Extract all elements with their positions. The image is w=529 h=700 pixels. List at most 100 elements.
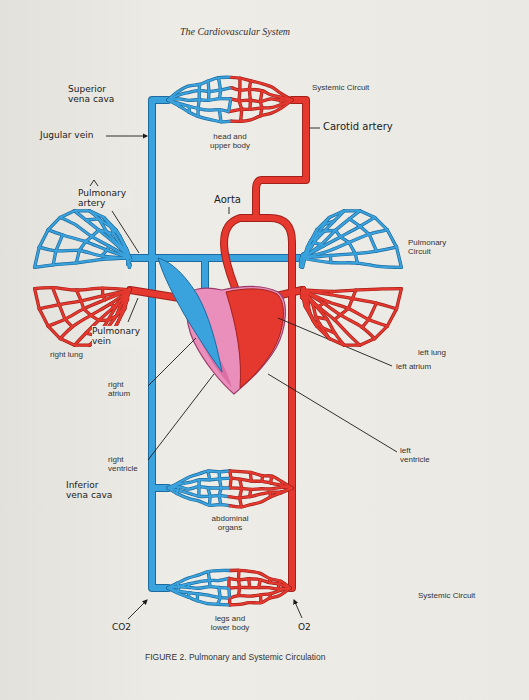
mesh-outline bbox=[168, 471, 292, 507]
capillary-vessel bbox=[302, 290, 375, 339]
organ-label: right lung bbox=[50, 350, 83, 359]
capillary-vessel bbox=[76, 250, 79, 262]
capillary-vessel bbox=[102, 250, 108, 256]
capillary-vessel bbox=[302, 290, 344, 345]
capillary-vessel bbox=[324, 221, 334, 225]
capillary-vessel bbox=[271, 476, 272, 483]
capillary-vessel bbox=[302, 289, 401, 292]
vessel-label: Carotid artery bbox=[323, 121, 393, 133]
capillary-vessel bbox=[352, 290, 355, 298]
capillary-vessel bbox=[219, 496, 221, 505]
capillary-vessel bbox=[229, 99, 231, 112]
capillary-vessel bbox=[168, 578, 229, 588]
vein-fill bbox=[130, 100, 302, 588]
capillary-vessel bbox=[35, 247, 40, 267]
capillary-vessel bbox=[110, 304, 114, 307]
o2-arrow bbox=[294, 600, 302, 618]
capillary-bed: legs and lower body bbox=[166, 562, 294, 636]
lung-shape bbox=[300, 206, 460, 366]
capillary-vessel bbox=[269, 492, 272, 497]
capillary-vessel bbox=[60, 217, 130, 258]
capillary-vessel bbox=[116, 230, 125, 247]
capillary-vessel bbox=[48, 290, 130, 326]
capillary-vessel bbox=[228, 578, 230, 588]
capillary-vessel bbox=[188, 584, 190, 588]
capillary-vessel bbox=[237, 570, 240, 580]
vena-cava bbox=[152, 100, 168, 588]
leader-line bbox=[278, 318, 392, 366]
capillary-vessel bbox=[369, 303, 377, 319]
vessel-label: Pulmonary artery bbox=[78, 188, 132, 209]
capillary-vessel bbox=[302, 211, 344, 258]
capillary-vessel bbox=[84, 309, 91, 315]
capillary-vessel bbox=[102, 250, 108, 256]
capillary-vessel bbox=[81, 301, 83, 309]
capillary-vessel bbox=[218, 598, 221, 605]
capillary-vessel bbox=[125, 289, 130, 309]
capillary-vessel bbox=[198, 100, 199, 109]
capillary-vessel bbox=[84, 309, 91, 315]
gas-label: CO2 bbox=[112, 622, 131, 632]
capillary-vessel bbox=[249, 81, 250, 90]
capillary-vessel bbox=[76, 290, 81, 301]
capillary-vessel bbox=[48, 290, 130, 326]
figure-caption: FIGURE 2. Pulmonary and Systemic Circula… bbox=[145, 653, 325, 663]
capillary-vessel bbox=[81, 301, 83, 309]
capillary-vessel bbox=[76, 250, 79, 262]
capillary-vessel bbox=[125, 296, 127, 300]
mesh-fill bbox=[168, 471, 292, 507]
carotid-vessel bbox=[256, 100, 306, 218]
capillary-vessel bbox=[249, 89, 250, 100]
pulmonary-artery-vessel bbox=[130, 255, 302, 261]
capillary-vessel bbox=[86, 237, 92, 242]
capillary-vessel bbox=[349, 219, 360, 226]
capillary-vessel bbox=[369, 234, 376, 251]
capillary-vessel bbox=[249, 89, 250, 100]
capillary-vessel bbox=[220, 90, 221, 99]
capillary-vessel bbox=[249, 100, 251, 109]
capillary-vessel bbox=[369, 234, 376, 251]
capillary-vessel bbox=[208, 572, 209, 581]
left-heart bbox=[226, 289, 283, 388]
capillary-vessel bbox=[168, 88, 231, 100]
capillary-vessel bbox=[35, 258, 130, 267]
capillary-vessel bbox=[48, 217, 60, 230]
capillary-vessel bbox=[227, 578, 230, 588]
capillary-vessel bbox=[230, 471, 292, 488]
capillary-vessel bbox=[311, 235, 318, 241]
capillary-vessel bbox=[360, 226, 369, 234]
capillary-vessel bbox=[355, 254, 357, 263]
capillary-vessel bbox=[258, 580, 260, 588]
vessel-label: Pulmonary vein bbox=[92, 326, 146, 347]
capillary-vessel bbox=[375, 326, 388, 339]
capillary-vessel bbox=[344, 210, 360, 212]
capillary-vessel bbox=[178, 482, 180, 485]
capillary-vessel bbox=[90, 211, 130, 258]
capillary-vessel bbox=[250, 489, 251, 496]
capillary-vessel bbox=[375, 217, 388, 230]
capillary-vessel bbox=[107, 246, 109, 250]
capillary-vessel bbox=[219, 488, 221, 496]
capillary-vessel bbox=[387, 230, 396, 247]
capillary-vessel bbox=[229, 100, 292, 112]
leader-line bbox=[310, 128, 320, 129]
capillary-vessel bbox=[56, 235, 63, 251]
capillary-vessel bbox=[168, 88, 231, 100]
capillary-vessel bbox=[331, 291, 333, 294]
abdominal-vein bbox=[152, 485, 168, 491]
capillary-vessel bbox=[302, 290, 375, 339]
capillary-vessel bbox=[336, 230, 341, 237]
capillary-vessel bbox=[219, 479, 221, 488]
capillary-vessel bbox=[331, 291, 333, 294]
artery-fill bbox=[130, 100, 306, 588]
right-heart-inflow bbox=[158, 258, 222, 372]
capillary-vessel bbox=[340, 309, 348, 315]
capillary-vessel bbox=[249, 81, 250, 90]
capillary-vessel bbox=[53, 251, 56, 265]
capillary-vessel bbox=[79, 242, 85, 251]
capillary-vessel bbox=[281, 485, 284, 487]
capillary-vessel bbox=[116, 309, 125, 326]
capillary-vessel bbox=[397, 289, 402, 309]
capillary-vessel bbox=[228, 588, 231, 598]
capillary-vessel bbox=[219, 496, 221, 505]
